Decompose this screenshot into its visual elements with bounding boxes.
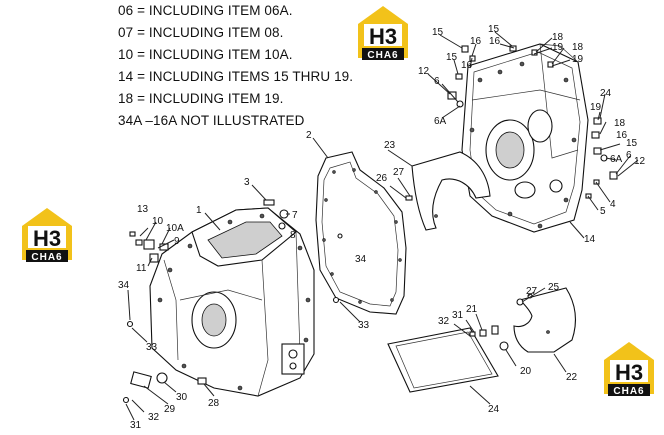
note-line-6: 34A –16A NOT ILLUSTRATED [118,113,305,128]
callout-24-right: 24 [600,88,612,99]
callout-1: 1 [196,205,202,216]
callout-28: 28 [208,398,220,409]
callout-15-a: 15 [432,27,444,38]
callout-29: 29 [164,404,176,415]
logo-left: H3 CHA6 [22,208,72,263]
callout-16-c: 16 [489,36,501,47]
note-line-4: 14 = INCLUDING ITEMS 15 THRU 19. [118,69,354,84]
callout-6a: 6A [434,116,447,127]
callout-15-b: 15 [446,52,458,63]
callout-33-left: 33 [146,342,158,353]
callout-16-right: 16 [616,130,628,141]
callout-25: 25 [548,282,560,293]
callout-31-left: 31 [130,420,142,431]
callout-24-bottom: 24 [488,404,500,415]
callout-6-right: 6 [626,150,632,161]
fittings-bottom [405,195,533,351]
callout-30: 30 [176,392,188,403]
logo-mark: H3 [615,360,643,385]
callout-14: 14 [584,234,596,245]
note-line-3: 10 = INCLUDING ITEM 10A. [118,47,293,62]
callout-12: 12 [418,66,430,77]
callout-34-left: 34 [118,280,130,291]
leader-lines [125,31,639,421]
logo-mark: H3 [33,226,61,251]
callout-3: 3 [244,177,250,188]
callout-31-bottom: 31 [452,310,464,321]
cover-plate-24 [387,327,499,393]
logo-text: CHA6 [367,50,398,61]
callout-7: 7 [292,210,298,221]
callout-19-a: 19 [552,42,564,53]
callout-18-b: 18 [572,42,584,53]
callout-27-bottom: 27 [526,286,538,297]
callout-13: 13 [137,204,149,215]
callout-18-right: 18 [614,118,626,129]
callout-21: 21 [466,304,478,315]
rear-housing-14 [461,43,589,233]
callout-4: 4 [610,199,616,210]
logo-bottom-right: H3 CHA6 [604,342,654,397]
callout-19-b: 19 [572,54,584,65]
logo-top: H3 CHA6 [358,6,408,61]
logo-text: CHA6 [613,386,644,397]
note-line-1: 06 = INCLUDING ITEM 06A. [118,3,293,18]
callout-labels: 1 2 3 7 8 9 10 10A 11 13 34 34 33 33 30 … [118,24,646,431]
callout-18-a: 18 [552,32,564,43]
gasket-2 [315,151,407,315]
callout-22: 22 [566,372,578,383]
callout-33-gasket: 33 [358,320,370,331]
logo-mark: H3 [369,24,397,49]
front-housing-1 [149,207,315,397]
callout-27-top: 27 [393,167,405,178]
callout-8: 8 [290,230,296,241]
callout-6: 6 [434,76,440,87]
callout-26: 26 [376,173,388,184]
callout-15-c: 15 [488,24,500,35]
callout-20: 20 [520,366,532,377]
shield-22 [513,287,576,353]
callout-16-b: 16 [461,60,473,71]
callout-5: 5 [600,206,606,217]
callout-23: 23 [384,140,396,151]
callout-11: 11 [136,263,147,274]
callout-10a: 10A [166,223,184,234]
shield-23 [411,151,491,231]
callout-2: 2 [306,130,312,141]
note-line-2: 07 = INCLUDING ITEM 08. [118,25,284,40]
callout-19-right: 19 [590,102,602,113]
callout-32-bottom: 32 [438,316,450,327]
logo-text: CHA6 [31,252,62,263]
callout-10: 10 [152,216,164,227]
callout-9: 9 [174,236,180,247]
callout-15-right: 15 [626,138,638,149]
callout-32-left: 32 [148,412,160,423]
notes-block: 06 = INCLUDING ITEM 06A. 07 = INCLUDING … [118,0,418,132]
note-line-5: 18 = INCLUDING ITEM 19. [118,91,284,106]
fittings-left [122,199,340,404]
callout-12-right: 12 [634,156,646,167]
callout-6a-right: 6A [610,154,623,165]
callout-34-gasket: 34 [355,254,367,265]
callout-16-a: 16 [470,36,482,47]
